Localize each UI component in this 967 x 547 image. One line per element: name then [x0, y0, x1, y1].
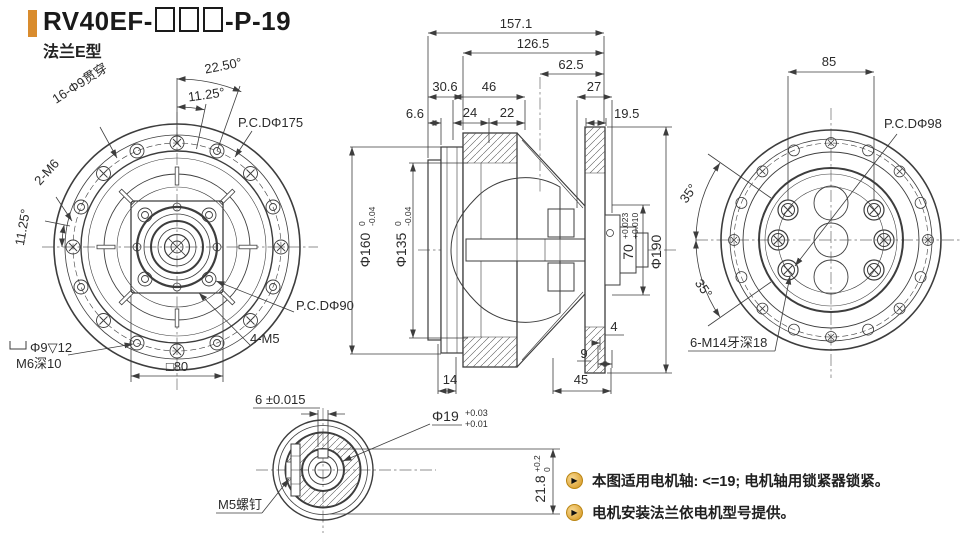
- svg-text:Φ190: Φ190: [648, 235, 664, 270]
- dim-45: 45: [574, 372, 588, 387]
- dim-angle-35-bottom: 35°: [692, 276, 716, 301]
- front-view: 22.50° 11.25° 16-Φ9贯穿 P.C.DΦ175 2-M6 11.…: [9, 55, 354, 390]
- svg-text:+0.2: +0.2: [532, 455, 542, 472]
- shaft-detail-view: 6 ±0.015 Φ19 +0.03 +0.01 M5螺钉 21.8 +0.2 …: [216, 392, 560, 533]
- svg-text:+0.03: +0.03: [465, 408, 488, 418]
- accent-bar: [28, 10, 37, 37]
- label-counterbore-thread: M6深10: [16, 356, 62, 371]
- dim-angle-35-top: 35°: [677, 181, 701, 206]
- front-inner-holes: [132, 202, 222, 292]
- label-4m5: 4-M5: [250, 331, 280, 346]
- model-placeholder-box: [202, 7, 223, 32]
- dim-angle-22-50: 22.50°: [203, 55, 243, 77]
- svg-text:-0.04: -0.04: [367, 206, 377, 226]
- dim-46: 46: [482, 79, 496, 94]
- dim-dia-160: Φ160 0 -0.04: [357, 206, 377, 267]
- locking-screw: [285, 443, 301, 497]
- bell-cone: [516, 132, 586, 368]
- dim-dia-135: Φ135 0 -0.04: [393, 206, 413, 267]
- coupling-hub: [604, 214, 621, 286]
- dim-dia-190: Φ190: [648, 235, 664, 270]
- svg-text:Φ160: Φ160: [357, 233, 373, 268]
- dim-30-6: 30.6: [432, 79, 457, 94]
- dim-square-80: □80: [166, 359, 188, 374]
- bell-housing-section: [450, 177, 561, 323]
- notes: ▶ 本图适用电机轴: <=19; 电机轴用锁紧器锁紧。 ▶ 电机安装法兰依电机型…: [566, 470, 889, 534]
- model-prefix: RV40EF-: [43, 6, 153, 36]
- section-view: 157.1 126.5 62.5 30.6 46 27 6.6 24 22 19…: [349, 16, 676, 394]
- counterbore-icon: [9, 341, 27, 350]
- dim-6-6: 6.6: [406, 106, 424, 121]
- svg-text:-0.04: -0.04: [403, 206, 413, 226]
- model-placeholder-box: [178, 7, 199, 32]
- rear-view: 85 P.C.DΦ98 35° 35° 6-M14牙深18: [677, 54, 962, 378]
- dim-157-1: 157.1: [500, 16, 533, 31]
- model-placeholder-box: [154, 7, 175, 32]
- svg-text:Φ135: Φ135: [393, 233, 409, 268]
- dim-dia-19: Φ19 +0.03 +0.01: [432, 408, 488, 429]
- model-suffix: -P-19: [224, 6, 292, 36]
- dim-85: 85: [822, 54, 836, 69]
- svg-text:0: 0: [542, 467, 552, 472]
- note-bullet-icon: ▶: [566, 504, 583, 521]
- title-block: RV40EF- -P-19: [28, 6, 291, 37]
- front-square-flange: [130, 200, 224, 294]
- svg-text:0: 0: [393, 221, 403, 226]
- dim-angle-11-25-left: 11.25°: [12, 208, 33, 247]
- label-6m14: 6-M14牙深18: [690, 335, 767, 350]
- svg-text:+0.023: +0.023: [620, 212, 630, 239]
- note-item: ▶ 电机安装法兰依电机型号提供。: [566, 502, 889, 523]
- front-dimensions: 22.50° 11.25° 16-Φ9贯穿 P.C.DΦ175 2-M6 11.…: [9, 55, 354, 382]
- flange-type-label: 法兰E型: [43, 44, 102, 61]
- dim-126-5: 126.5: [517, 36, 550, 51]
- label-2m6: 2-M6: [31, 156, 62, 188]
- section-dimensions: 157.1 126.5 62.5 30.6 46 27 6.6 24 22 19…: [349, 16, 672, 394]
- label-pcd90: P.C.DΦ90: [296, 298, 354, 313]
- label-m5-screw: M5螺钉: [218, 497, 262, 512]
- dim-4: 4: [610, 319, 617, 334]
- dim-bore-70: 70 +0.023 +0.010: [620, 212, 640, 259]
- note-bullet-icon: ▶: [566, 472, 583, 489]
- label-16-holes: 16-Φ9贯穿: [49, 60, 110, 107]
- label-pcd175: P.C.DΦ175: [238, 115, 303, 130]
- svg-text:70: 70: [620, 244, 636, 260]
- note-text: 电机安装法兰依电机型号提供。: [592, 506, 795, 522]
- shaft-dimensions: 6 ±0.015 Φ19 +0.03 +0.01 M5螺钉 21.8 +0.2 …: [216, 392, 560, 515]
- keyway: [317, 448, 329, 459]
- dim-key-width: 6 ±0.015: [255, 392, 306, 407]
- note-item: ▶ 本图适用电机轴: <=19; 电机轴用锁紧器锁紧。: [566, 470, 889, 491]
- label-counterbore: Φ9▽12: [30, 340, 72, 355]
- dim-27: 27: [587, 79, 601, 94]
- dim-19-5: 19.5: [614, 106, 639, 121]
- output-disc: [440, 146, 464, 354]
- svg-text:+0.01: +0.01: [465, 419, 488, 429]
- svg-text:Φ19: Φ19: [432, 408, 459, 424]
- svg-text:21.8: 21.8: [532, 475, 548, 502]
- dim-24: 24: [463, 105, 477, 120]
- dim-14: 14: [443, 372, 457, 387]
- bearing-bottom: [547, 262, 575, 292]
- dim-21-8: 21.8 +0.2 0: [532, 455, 552, 503]
- dim-9: 9: [580, 346, 587, 361]
- svg-text:+0.010: +0.010: [630, 212, 640, 239]
- label-pcd98: P.C.DΦ98: [884, 116, 942, 131]
- bearing-top: [547, 208, 575, 238]
- dim-angle-11-25-top: 11.25°: [187, 85, 225, 105]
- dim-62-5: 62.5: [558, 57, 583, 72]
- dim-22: 22: [500, 105, 514, 120]
- svg-text:0: 0: [357, 221, 367, 226]
- page-title: RV40EF- -P-19: [43, 6, 291, 37]
- note-text: 本图适用电机轴: <=19; 电机轴用锁紧器锁紧。: [592, 474, 890, 490]
